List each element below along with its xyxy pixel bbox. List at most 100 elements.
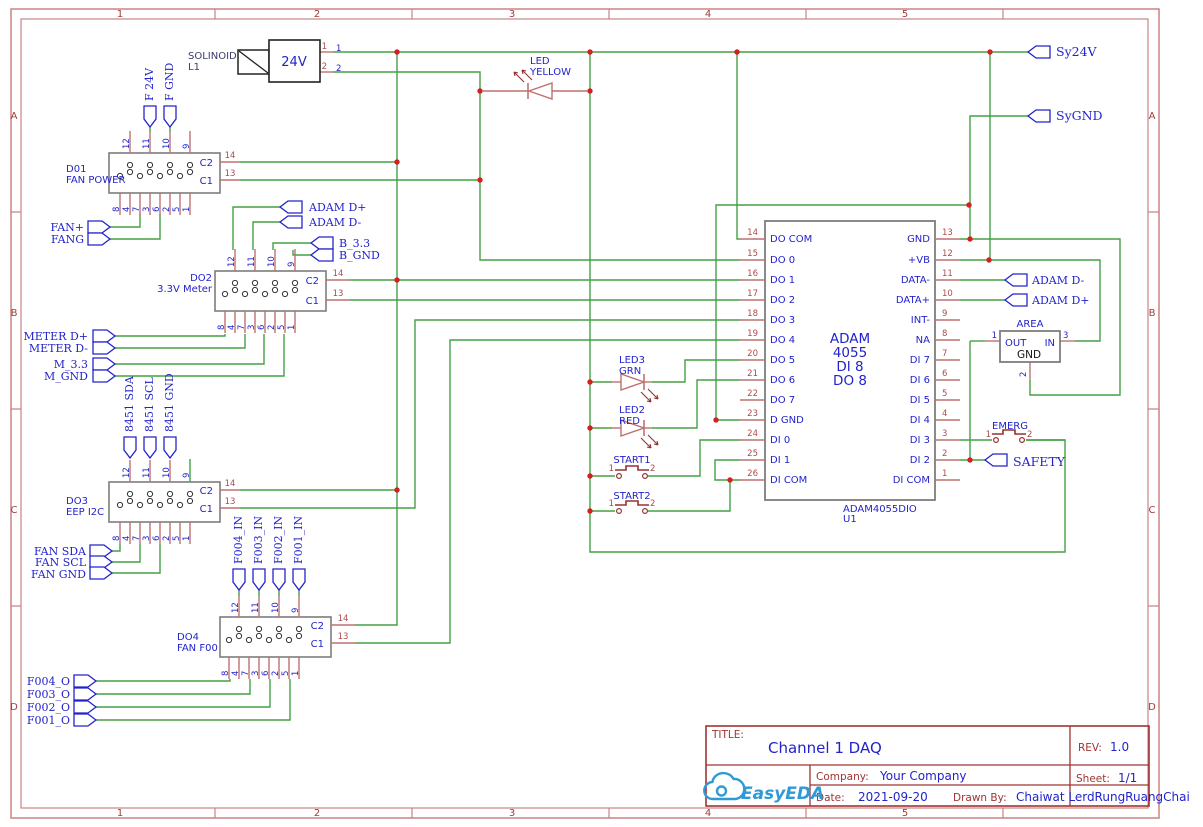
wire[interactable] [115, 334, 226, 337]
wire[interactable] [112, 544, 121, 552]
area-gnd-box[interactable] [999, 330, 1061, 363]
flag-f003o-glyph[interactable] [73, 687, 98, 701]
wire[interactable] [112, 544, 141, 563]
flag-adamdp-l-glyph[interactable] [278, 200, 303, 214]
flag-meterdp-glyph[interactable] [92, 329, 117, 343]
wire[interactable] [648, 439, 740, 477]
flag-f24v-glyph[interactable] [143, 105, 157, 129]
wire[interactable] [652, 379, 740, 429]
solenoid-l1[interactable] [237, 39, 321, 83]
wire[interactable] [96, 679, 231, 682]
wire[interactable] [115, 334, 285, 377]
wire[interactable] [960, 238, 1121, 396]
led2-red[interactable] [620, 419, 659, 449]
wire[interactable] [736, 52, 740, 240]
wire[interactable] [272, 242, 311, 250]
flag-sygnd-glyph[interactable] [1026, 109, 1051, 123]
components[interactable] [73, 39, 1075, 727]
wire[interactable] [333, 71, 481, 91]
d01-bot-num: 7 [132, 207, 142, 212]
wire[interactable] [115, 334, 265, 365]
switch-start2[interactable] [615, 500, 649, 515]
wire[interactable] [648, 480, 731, 512]
zone-top-2: 2 [314, 9, 320, 20]
flag-fang-glyph[interactable] [87, 232, 112, 246]
flag-fansda-glyph[interactable] [89, 544, 114, 558]
wire[interactable] [110, 214, 141, 228]
u1-center: DI 8 [836, 359, 863, 375]
led-yellow[interactable] [513, 69, 553, 100]
do2-bot-num: 1 [287, 325, 297, 330]
flag-fanplus-glyph[interactable] [87, 220, 112, 234]
zone-top-4: 4 [705, 9, 711, 20]
flag-fangnd-glyph[interactable] [89, 566, 114, 580]
wire[interactable] [969, 115, 1028, 239]
flag-f002in-glyph[interactable] [272, 568, 286, 592]
wire[interactable] [355, 339, 740, 644]
wire[interactable] [355, 52, 398, 626]
button-pin [641, 473, 648, 480]
u1-lnum: 22 [747, 389, 758, 399]
junction-dot [967, 236, 973, 242]
u1-rname: DATA- [901, 275, 931, 286]
wire[interactable] [96, 679, 291, 721]
flag-8451-scl-glyph[interactable] [143, 436, 157, 460]
u1-lnum: 24 [747, 429, 758, 439]
flag-f003-o: F003_O [27, 688, 70, 701]
flag-f002o-glyph[interactable] [73, 700, 98, 714]
zone-bot-2: 2 [314, 808, 320, 819]
connector-do2[interactable] [214, 249, 350, 333]
flag-8451-gnd-glyph[interactable] [163, 436, 177, 460]
wire[interactable] [96, 679, 271, 708]
wire[interactable] [292, 250, 311, 256]
flag-f004in-glyph[interactable] [232, 568, 246, 592]
wire[interactable] [715, 204, 969, 421]
connector-do4[interactable] [219, 595, 355, 679]
wire[interactable] [232, 206, 280, 250]
solenoid-body[interactable] [268, 39, 321, 83]
switch-emerg[interactable] [992, 429, 1026, 444]
flag-bgnd-glyph[interactable] [309, 248, 334, 262]
led3-grn[interactable] [620, 373, 659, 403]
do2-right-num: 13 [333, 289, 344, 299]
wire[interactable] [652, 359, 740, 383]
wire[interactable] [110, 214, 161, 240]
wire[interactable] [115, 334, 246, 349]
area-body[interactable] [999, 330, 1061, 363]
flag-m33-glyph[interactable] [92, 357, 117, 371]
wire[interactable] [240, 319, 740, 509]
connector-d01[interactable] [108, 131, 240, 215]
flag-fanscl-glyph[interactable] [89, 555, 114, 569]
flag-meterdm-glyph[interactable] [92, 341, 117, 355]
wire[interactable] [479, 91, 740, 261]
pin-circle [166, 497, 174, 505]
wire[interactable] [96, 679, 251, 695]
wire[interactable] [112, 544, 161, 574]
flag-8451-sda-glyph[interactable] [123, 436, 137, 460]
flag-adamdm-r-glyph[interactable] [1003, 273, 1028, 287]
flag-f001-o: F001_O [27, 714, 70, 727]
flag-fgnd-glyph[interactable] [163, 105, 177, 129]
flag-meter-dminus: METER D- [29, 342, 88, 355]
d01-right-num: 13 [225, 169, 236, 179]
flag-sy24v-glyph[interactable] [1026, 45, 1051, 59]
flag-f001in-glyph[interactable] [292, 568, 306, 592]
flag-mgnd-glyph[interactable] [92, 369, 117, 383]
flag-adamdm-l-glyph[interactable] [278, 215, 303, 229]
flag-b33-glyph[interactable] [309, 236, 334, 250]
flag-f003in-glyph[interactable] [252, 568, 266, 592]
flag-adamdp-r-glyph[interactable] [1003, 293, 1028, 307]
connector-do3[interactable] [108, 460, 240, 544]
wire[interactable] [252, 221, 280, 250]
wire[interactable] [960, 259, 1101, 342]
chip-body[interactable] [764, 220, 936, 501]
pin-circle [156, 172, 164, 180]
flag-f004o-glyph[interactable] [73, 674, 98, 688]
flag-f001o-glyph[interactable] [73, 713, 98, 727]
flag-safety-glyph[interactable] [983, 453, 1008, 467]
switch-start1[interactable] [615, 465, 649, 480]
junction-dot [587, 379, 593, 385]
chip-u1[interactable] [740, 220, 960, 501]
wires[interactable] [96, 49, 1121, 721]
company-label: Company: [816, 771, 869, 783]
